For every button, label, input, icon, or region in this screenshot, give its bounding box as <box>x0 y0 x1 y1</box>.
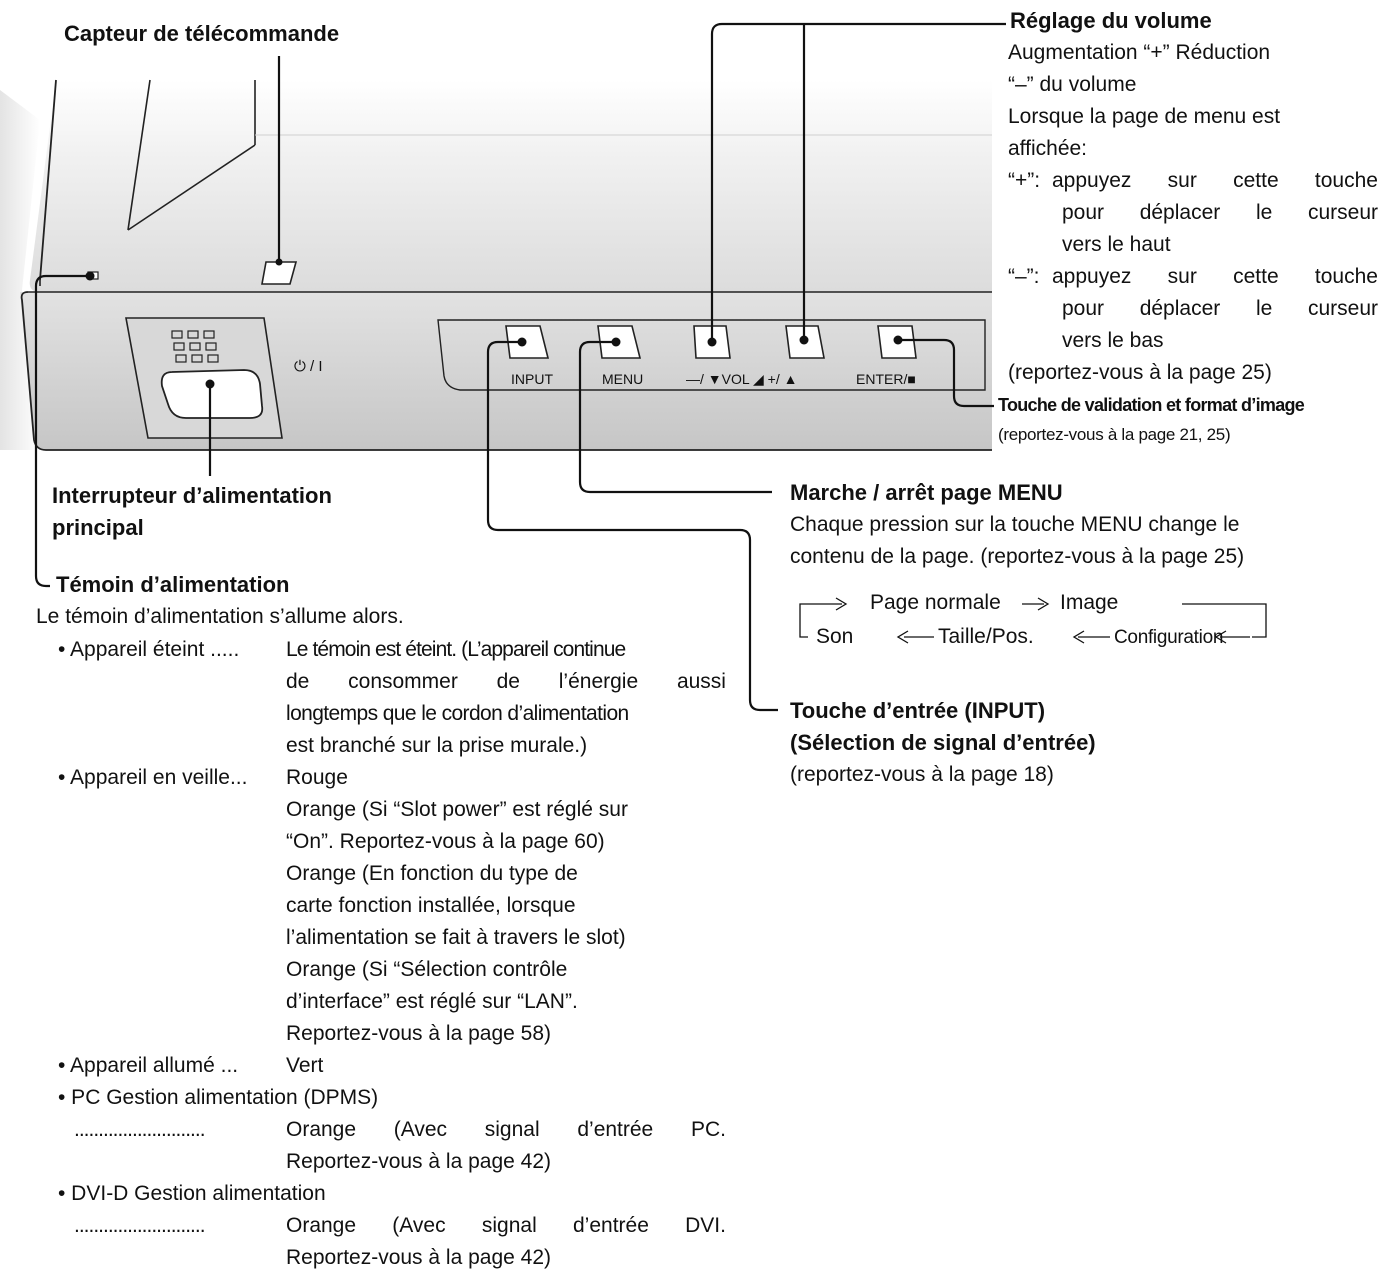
menu-line-2: contenu de la page. (reportez-vous à la … <box>790 545 1245 568</box>
state-dvi-label: • DVI-D Gestion alimentation <box>58 1182 326 1205</box>
volume-title: Réglage du volume <box>1010 8 1212 33</box>
menu-cycle-lines <box>799 597 1267 644</box>
power-symbol-label: ⏻ / I <box>294 358 323 375</box>
state-on-value: Vert <box>286 1054 324 1077</box>
volume-line-4: affichée: <box>1008 137 1088 160</box>
state-standby-line: Rouge <box>286 766 348 789</box>
state-pc-label: • PC Gestion alimentation (DPMS) <box>58 1086 379 1109</box>
enter-ref: (reportez-vous à la page 21, 25) <box>998 425 1231 444</box>
state-off-line-4: est branché sur la prise murale.) <box>286 734 588 757</box>
volume-button-label: —/ ▼VOL ◢ +/ ▲ <box>686 371 798 387</box>
power-indicator-intro: Le témoin d’alimentation s’allume alors. <box>36 605 404 628</box>
volume-line-1: Augmentation “+” Réduction <box>1008 41 1271 64</box>
enter-button-label: ENTER/■ <box>856 371 916 387</box>
state-pc-line-2: Reportez-vous à la page 42) <box>286 1150 551 1173</box>
menu-line-1: Chaque pression sur la touche MENU chang… <box>790 513 1240 536</box>
state-standby-line: “On”. Reportez-vous à la page 60) <box>286 830 605 853</box>
menu-cycle-configuration: Configuration <box>1114 627 1224 648</box>
state-standby-line: Orange (Si “Sélection contrôle <box>286 958 568 981</box>
menu-cycle-taille: Taille/Pos. <box>938 625 1034 648</box>
volume-line-3: Lorsque la page de menu est <box>1008 105 1281 128</box>
volume-minus-line-3: vers le bas <box>1062 329 1164 352</box>
state-standby-line: Orange (Si “Slot power” est réglé sur <box>286 798 628 821</box>
input-title-1: Touche d’entrée (INPUT) <box>790 698 1046 723</box>
menu-cycle-page-normale: Page normale <box>870 591 1001 614</box>
state-pc-dots: ........................... <box>74 1118 206 1141</box>
volume-line-2: “–” du volume <box>1008 73 1137 96</box>
state-on-label: • Appareil allumé ... <box>58 1054 239 1077</box>
menu-button-label: MENU <box>602 371 644 387</box>
menu-cycle-image: Image <box>1060 591 1119 614</box>
state-standby-line: Orange (En fonction du type de <box>286 862 578 885</box>
state-standby-line: l’alimentation se fait à travers le slot… <box>286 926 626 949</box>
state-off-label: • Appareil éteint ..... <box>58 638 240 661</box>
state-off-line-3: longtemps que le cordon d’alimentation <box>286 702 629 725</box>
volume-plus-line-3: vers le haut <box>1062 233 1171 256</box>
remote-sensor-title: Capteur de télécommande <box>64 21 340 46</box>
power-indicator-title: Témoin d’alimentation <box>56 572 290 597</box>
volume-ref: (reportez-vous à la page 25) <box>1008 361 1272 384</box>
volume-minus-prefix: “–”: <box>1008 265 1040 288</box>
input-ref: (reportez-vous à la page 18) <box>790 763 1054 786</box>
main-power-title-2: principal <box>52 515 144 540</box>
state-standby-line: d’interface” est réglé sur “LAN”. <box>286 990 578 1013</box>
input-button-label: INPUT <box>511 371 553 387</box>
state-standby-line: Reportez-vous à la page 58) <box>286 1022 551 1045</box>
menu-cycle-son: Son <box>816 625 854 648</box>
main-power-title-1: Interrupteur d’alimentation <box>52 483 332 508</box>
state-standby-label: • Appareil en veille... <box>58 766 248 789</box>
volume-plus-prefix: “+”: <box>1008 169 1041 192</box>
state-dvi-line-2: Reportez-vous à la page 42) <box>286 1246 551 1269</box>
state-standby-line: carte fonction installée, lorsque <box>286 894 576 917</box>
enter-title: Touche de validation et format d’image <box>998 395 1305 415</box>
state-off-line-1: Le témoin est éteint. (L’appareil contin… <box>286 638 626 661</box>
menu-title: Marche / arrêt page MENU <box>790 480 1063 505</box>
input-title-2: (Sélection de signal d’entrée) <box>790 730 1096 755</box>
state-dvi-dots: ........................... <box>74 1214 206 1237</box>
